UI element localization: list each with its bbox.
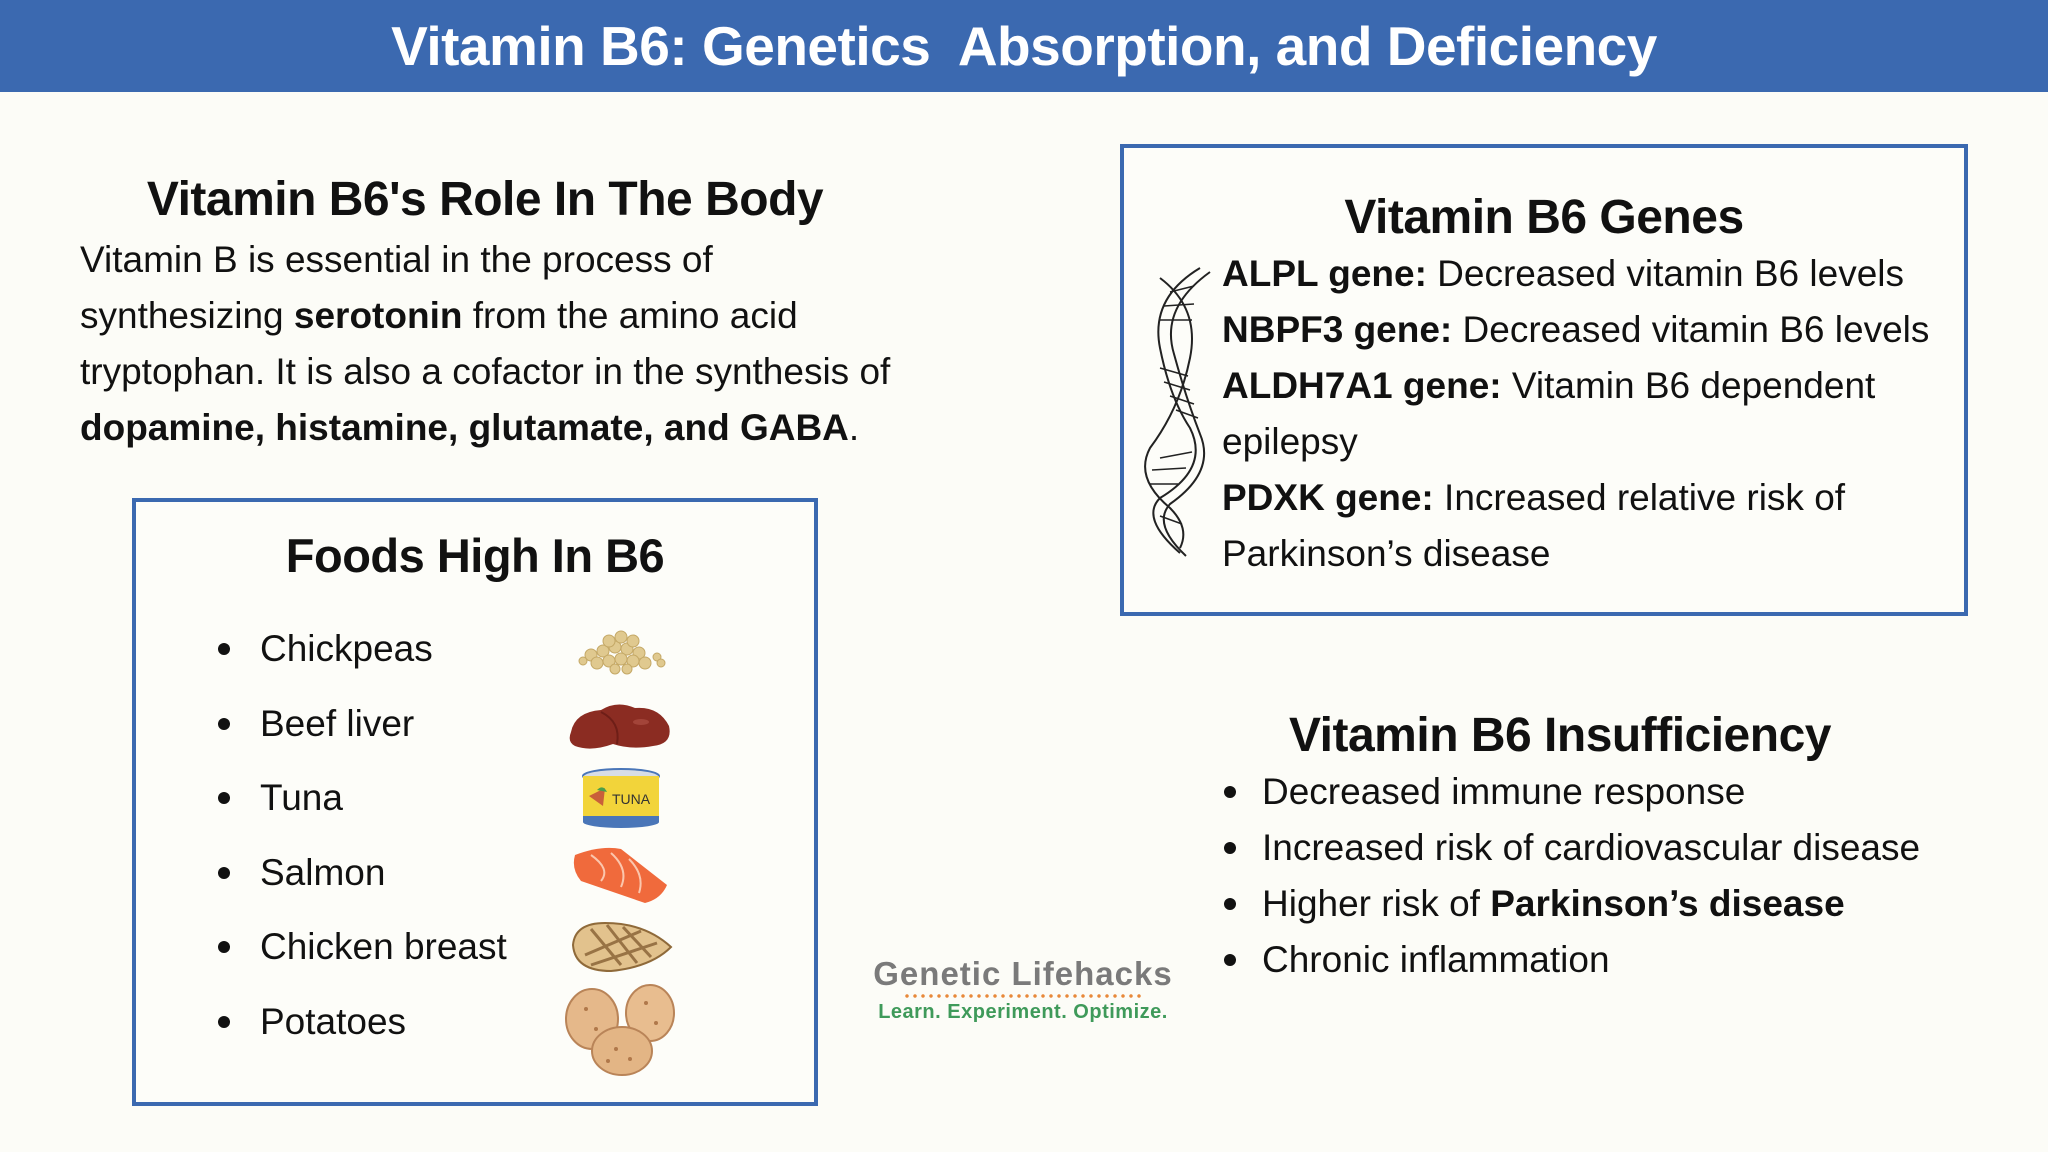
bullet-icon bbox=[1224, 898, 1236, 910]
bullet-icon bbox=[218, 792, 230, 805]
chickpeas-icon bbox=[556, 614, 686, 684]
item-text: Higher risk of bbox=[1262, 883, 1491, 924]
list-item: Higher risk of Parkinson’s disease bbox=[1220, 876, 1920, 932]
bullet-icon bbox=[218, 866, 230, 879]
list-item: ALPL gene: Decreased vitamin B6 levels bbox=[1222, 246, 1952, 302]
potatoes-icon bbox=[556, 979, 686, 1079]
dna-helix-icon bbox=[1144, 267, 1211, 557]
item-text: Chronic inflammation bbox=[1262, 939, 1610, 980]
item-text: Increased risk of cardiovascular disease bbox=[1262, 827, 1921, 868]
svg-text:TUNA: TUNA bbox=[612, 791, 651, 807]
genetic-lifehacks-logo: Genetic Lifehacks Learn. Experiment. Opt… bbox=[858, 955, 1188, 1024]
food-label: Salmon bbox=[260, 851, 386, 893]
bullet-icon bbox=[218, 941, 230, 954]
beef-liver-icon bbox=[556, 689, 686, 759]
list-item: Potatoes bbox=[136, 983, 814, 1076]
list-item: Increased risk of cardiovascular disease bbox=[1220, 820, 1920, 876]
food-label: Chicken breast bbox=[260, 926, 507, 968]
bullet-icon bbox=[218, 1015, 230, 1028]
gene-name: PDXK gene: bbox=[1222, 477, 1434, 518]
list-item: Chickpeas bbox=[136, 612, 814, 687]
genes-title: Vitamin B6 Genes bbox=[1344, 191, 1744, 244]
bullet-icon bbox=[1224, 786, 1236, 798]
list-item: ALDH7A1 gene: Vitamin B6 dependent epile… bbox=[1222, 358, 1952, 470]
gene-name: ALPL gene: bbox=[1222, 253, 1427, 294]
food-label: Tuna bbox=[260, 777, 343, 819]
gene-name: NBPF3 gene: bbox=[1222, 309, 1453, 350]
page-title: Vitamin B6: Genetics Absorption, and Def… bbox=[391, 15, 1657, 77]
bullet-icon bbox=[1224, 954, 1236, 966]
list-item: Salmon bbox=[136, 836, 814, 911]
insufficiency-title: Vitamin B6 Insufficiency bbox=[1289, 709, 1831, 762]
gene-effect: Decreased vitamin B6 levels bbox=[1452, 309, 1930, 350]
gene-effect: Vitamin B6 dependent epilepsy bbox=[1222, 365, 1876, 462]
chicken-breast-icon bbox=[556, 912, 686, 982]
bullet-icon bbox=[1224, 842, 1236, 854]
tuna-can-icon: TUNA bbox=[556, 763, 686, 833]
item-text-bold: Parkinson’s disease bbox=[1490, 883, 1845, 924]
food-label: Chickpeas bbox=[260, 628, 433, 670]
genes-box: Vitamin B6 Genes ALPL gene: Decreased vi… bbox=[1120, 144, 1968, 616]
gene-name: ALDH7A1 gene: bbox=[1222, 365, 1502, 406]
role-text: Vitamin B is essential in the process of… bbox=[80, 239, 713, 336]
foods-list: Chickpeas Beef liver T bbox=[136, 612, 814, 1076]
food-label: Potatoes bbox=[260, 1000, 407, 1042]
genes-list: ALPL gene: Decreased vitamin B6 levels N… bbox=[1222, 246, 1952, 582]
role-text: . bbox=[848, 407, 860, 448]
logo-dots-divider bbox=[903, 993, 1143, 999]
role-text-bold: dopamine, histamine, glutamate, and GABA bbox=[80, 407, 849, 448]
role-section-title: Vitamin B6's Role In The Body bbox=[146, 173, 824, 226]
foods-box: Foods High In B6 Chickpeas Beef liver bbox=[132, 498, 818, 1106]
role-section-body: Vitamin B is essential in the process of… bbox=[80, 232, 920, 456]
bullet-icon bbox=[218, 717, 230, 730]
gene-effect: Decreased vitamin B6 levels bbox=[1426, 253, 1905, 294]
logo-name: Genetic Lifehacks bbox=[873, 955, 1173, 992]
list-item: Tuna TUNA bbox=[136, 761, 814, 836]
salmon-icon bbox=[556, 838, 686, 908]
list-item: Chronic inflammation bbox=[1220, 932, 1920, 988]
role-text-bold: serotonin bbox=[293, 295, 463, 336]
list-item: Chicken breast bbox=[136, 910, 814, 985]
food-label: Beef liver bbox=[260, 702, 415, 744]
bullet-icon bbox=[218, 643, 230, 656]
logo-tagline: Learn. Experiment. Optimize. bbox=[878, 1001, 1168, 1023]
insufficiency-list: Decreased immune response Increased risk… bbox=[1220, 764, 1920, 988]
list-item: PDXK gene: Increased relative risk of Pa… bbox=[1222, 470, 1952, 582]
list-item: NBPF3 gene: Decreased vitamin B6 levels bbox=[1222, 302, 1952, 358]
role-text: from the amino acid tryptophan. It is al… bbox=[80, 295, 891, 392]
item-text: Decreased immune response bbox=[1262, 771, 1746, 812]
title-banner: Vitamin B6: Genetics Absorption, and Def… bbox=[0, 0, 2048, 92]
gene-effect: Increased relative risk of Parkinson’s d… bbox=[1222, 477, 1846, 574]
list-item: Decreased immune response bbox=[1220, 764, 1920, 820]
foods-title: Foods High In B6 bbox=[285, 529, 665, 582]
list-item: Beef liver bbox=[136, 687, 814, 762]
